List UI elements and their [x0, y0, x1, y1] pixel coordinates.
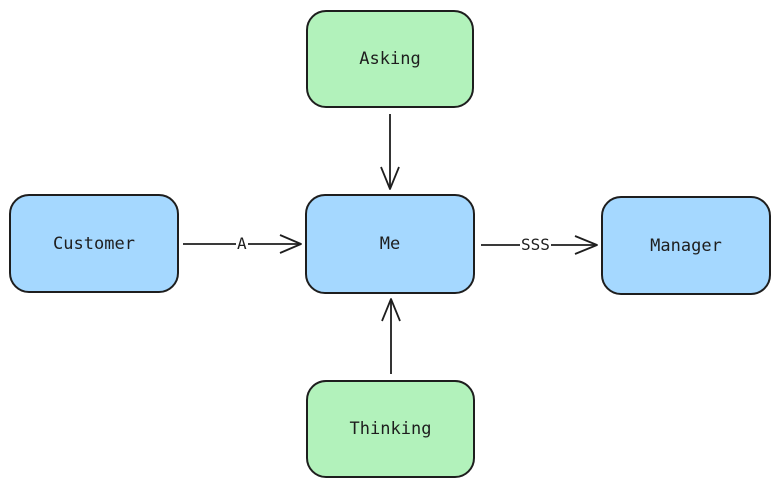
node-manager-label: Manager — [650, 235, 722, 256]
node-thinking[interactable]: Thinking — [306, 380, 475, 478]
arrowhead-thinking-me — [381, 298, 401, 322]
node-manager[interactable]: Manager — [601, 196, 771, 295]
node-customer[interactable]: Customer — [9, 194, 179, 293]
arrowhead-customer-me — [279, 234, 302, 254]
node-me-label: Me — [379, 234, 401, 254]
edge-label-me-manager: SSS — [520, 235, 551, 254]
edge-label-customer-me: A — [236, 234, 248, 253]
arrowhead-me-manager — [574, 235, 598, 255]
node-asking[interactable]: Asking — [306, 10, 474, 108]
node-thinking-label: Thinking — [349, 419, 432, 439]
node-me[interactable]: Me — [305, 194, 475, 294]
node-asking-label: Asking — [359, 49, 421, 69]
arrowhead-asking-me — [380, 166, 400, 190]
node-customer-label: Customer — [53, 233, 135, 254]
